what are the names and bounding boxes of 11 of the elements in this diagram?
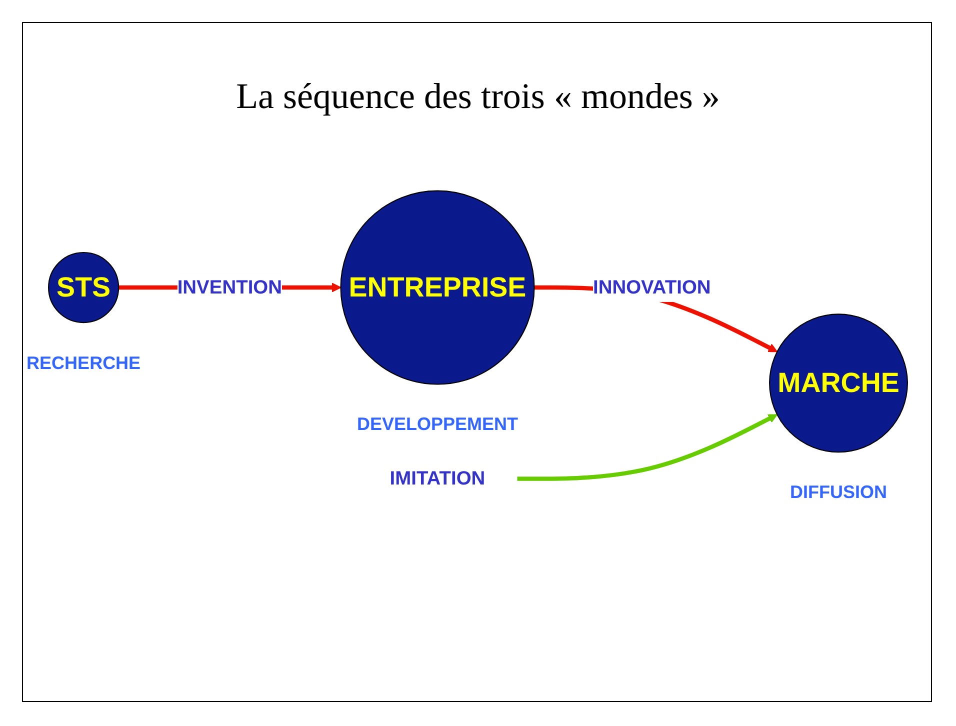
node-text: IMITATION bbox=[390, 468, 486, 489]
arrow bbox=[517, 414, 778, 481]
node-circle: STS bbox=[48, 252, 120, 324]
caption-text: RECHERCHE bbox=[26, 352, 141, 374]
edge-label: INNOVATION bbox=[592, 276, 711, 298]
node-circle: MARCHE bbox=[769, 314, 908, 453]
node-circle: ENTREPRISE bbox=[340, 190, 535, 385]
caption-text: DIFFUSION bbox=[790, 482, 887, 504]
caption-text: DEVELOPPEMENT bbox=[356, 414, 518, 436]
edge-label: INVENTION bbox=[177, 276, 282, 298]
title: La séquence des trois « mondes » bbox=[235, 75, 721, 117]
